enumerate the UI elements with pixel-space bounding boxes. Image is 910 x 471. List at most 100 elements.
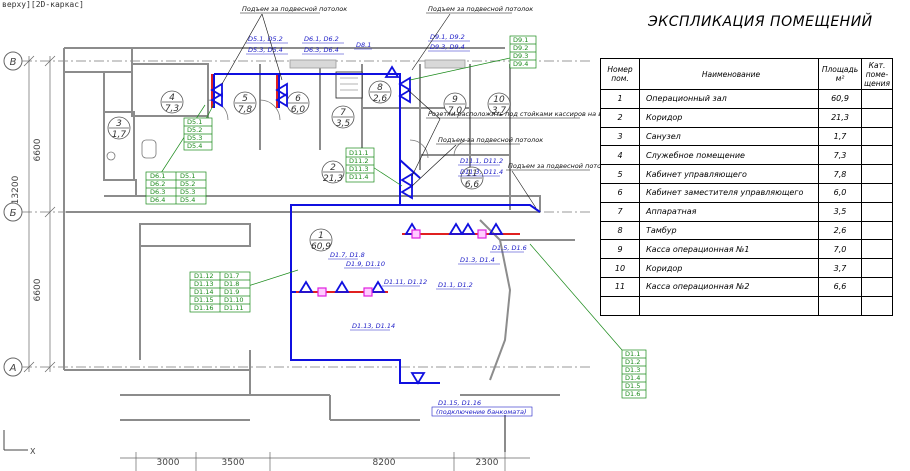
header-name: Наименование bbox=[639, 58, 819, 90]
svg-text:6,6: 6,6 bbox=[465, 180, 480, 190]
cell-name: Касса операционная №1 bbox=[639, 239, 819, 260]
svg-text:D5.1: D5.1 bbox=[187, 118, 202, 126]
cell-area: 3,7 bbox=[818, 258, 862, 278]
note-sockets: Розетки расположить под стойками кассиро… bbox=[428, 110, 677, 118]
cell-name: Кабинет управляющего bbox=[639, 164, 819, 184]
header-area: Площадь м² bbox=[818, 58, 862, 90]
label-d1-15-d1-16: D1.15, D1.16 bbox=[438, 399, 481, 407]
svg-text:D1.13: D1.13 bbox=[194, 280, 213, 288]
left-dimensions bbox=[23, 55, 56, 373]
svg-text:3,7: 3,7 bbox=[492, 106, 507, 116]
cell-name: Коридор bbox=[639, 107, 819, 128]
viewport-label[interactable]: верху][2D-каркас] bbox=[0, 0, 86, 9]
note-riser-1: Подъем за подвесной потолок bbox=[242, 5, 347, 13]
svg-text:D9.4: D9.4 bbox=[513, 60, 528, 68]
svg-text:60,9: 60,9 bbox=[311, 242, 331, 252]
svg-text:D1.6: D1.6 bbox=[625, 390, 640, 398]
svg-text:D1.10: D1.10 bbox=[224, 296, 243, 304]
explication-table: Номер пом. Наименование Площадь м² Кат. … bbox=[600, 58, 893, 316]
room-marker-4: 47,3 bbox=[160, 90, 184, 114]
cell-number: 8 bbox=[600, 220, 640, 241]
svg-text:D1.7: D1.7 bbox=[224, 272, 239, 280]
label-d11-3-d11-4: D11.3, D11.4 bbox=[460, 168, 503, 176]
axis-a-label: А bbox=[9, 363, 17, 374]
svg-text:7: 7 bbox=[340, 108, 346, 118]
dim-3000: 3000 bbox=[157, 458, 180, 468]
label-d5-1-d5-2: D5.1, D5.2 bbox=[248, 35, 283, 43]
svg-text:D1.8: D1.8 bbox=[224, 280, 239, 288]
cell-area: 7,0 bbox=[818, 239, 862, 260]
label-d6-1-d6-2: D6.1, D6.2 bbox=[304, 35, 339, 43]
svg-text:2,6: 2,6 bbox=[373, 94, 388, 104]
svg-text:9: 9 bbox=[452, 95, 458, 105]
explication-title: ЭКСПЛИКАЦИЯ ПОМЕЩЕНИЙ bbox=[648, 14, 873, 30]
svg-text:21,3: 21,3 bbox=[323, 174, 343, 184]
svg-text:D9.3: D9.3 bbox=[513, 52, 528, 60]
label-d1-11-d1-12: D1.11, D1.12 bbox=[384, 278, 427, 286]
label-d1-7-d1-8: D1.7, D1.8 bbox=[330, 251, 365, 259]
cell-category bbox=[861, 295, 893, 316]
cell-number: 9 bbox=[600, 239, 640, 260]
svg-text:3: 3 bbox=[116, 119, 122, 129]
svg-text:10: 10 bbox=[493, 95, 505, 105]
cell-area: 7,8 bbox=[818, 164, 862, 184]
room-marker-10: 103,7 bbox=[487, 92, 511, 116]
svg-text:D6.1: D6.1 bbox=[150, 172, 165, 180]
svg-text:2: 2 bbox=[330, 163, 336, 173]
room-marker-8: 82,6 bbox=[368, 80, 392, 104]
svg-text:D1.4: D1.4 bbox=[625, 374, 640, 382]
cell-category bbox=[861, 276, 893, 297]
svg-text:D5.2: D5.2 bbox=[180, 180, 195, 188]
room-marker-6: 66,0 bbox=[286, 91, 310, 115]
svg-text:4: 4 bbox=[169, 93, 175, 103]
cell-name: Касса операционная №2 bbox=[639, 276, 819, 297]
axis-v-label: В bbox=[10, 57, 17, 68]
axis-markers: В Б А bbox=[3, 51, 23, 377]
callout-d9: D9.1 D9.2 D9.3 D9.4 bbox=[509, 35, 537, 69]
header-number: Номер пом. bbox=[600, 58, 640, 90]
note-riser-4: Подъем за подвесной потолок bbox=[508, 162, 613, 170]
label-d6-3-d6-4: D6.3, D6.4 bbox=[304, 46, 339, 54]
cell-number: 11 bbox=[600, 276, 640, 297]
label-d1-1-d1-2: D1.1, D1.2 bbox=[438, 281, 473, 289]
label-d8-1: D8.1 bbox=[356, 41, 371, 49]
riser-notes: Подъем за подвесной потолок Подъем за по… bbox=[240, 5, 677, 171]
cell-category bbox=[861, 164, 893, 184]
svg-text:D1.16: D1.16 bbox=[194, 304, 213, 312]
wall-hatch bbox=[289, 59, 466, 99]
cell-category bbox=[861, 89, 893, 109]
label-d1-3-d1-4: D1.3, D1.4 bbox=[460, 256, 495, 264]
room-marker-9: 97,0 bbox=[443, 92, 467, 116]
cell-number bbox=[600, 295, 640, 316]
cell-area: 21,3 bbox=[818, 107, 862, 128]
svg-text:D6.3: D6.3 bbox=[150, 188, 165, 196]
table-row bbox=[600, 295, 893, 316]
svg-text:D1.3: D1.3 bbox=[625, 366, 640, 374]
svg-text:6: 6 bbox=[295, 94, 301, 104]
note-riser-2: Подъем за подвесной потолок bbox=[428, 5, 533, 13]
dim-13200: 13200 bbox=[11, 175, 21, 204]
table-header-row: Номер пом. Наименование Площадь м² Кат. … bbox=[600, 58, 893, 90]
bottom-dimensions bbox=[120, 452, 530, 471]
cell-category bbox=[861, 126, 893, 147]
callout-d1: D1.12 D1.13 D1.14 D1.15 D1.16 D1.7 D1.8 … bbox=[189, 271, 251, 313]
svg-text:7,0: 7,0 bbox=[448, 106, 463, 116]
cell-name: Кабинет заместителя управляющего bbox=[639, 182, 819, 203]
building-walls bbox=[63, 47, 575, 452]
dim-6600-bottom: 6600 bbox=[33, 278, 43, 301]
cell-number: 3 bbox=[600, 126, 640, 147]
callout-d1-right: D1.1 D1.2 D1.3 D1.4 D1.5 D1.6 bbox=[621, 349, 647, 399]
cell-name: Операционный зал bbox=[639, 89, 819, 109]
room-marker-7: 73,5 bbox=[331, 105, 355, 129]
callout-boxes: D9.1 D9.2 D9.3 D9.4 D5.1 D5.2 D5.3 D5.4 … bbox=[145, 35, 647, 399]
svg-text:D6.2: D6.2 bbox=[150, 180, 165, 188]
room-marker-3: 31,7 bbox=[107, 116, 131, 140]
cable-routes bbox=[213, 73, 541, 384]
